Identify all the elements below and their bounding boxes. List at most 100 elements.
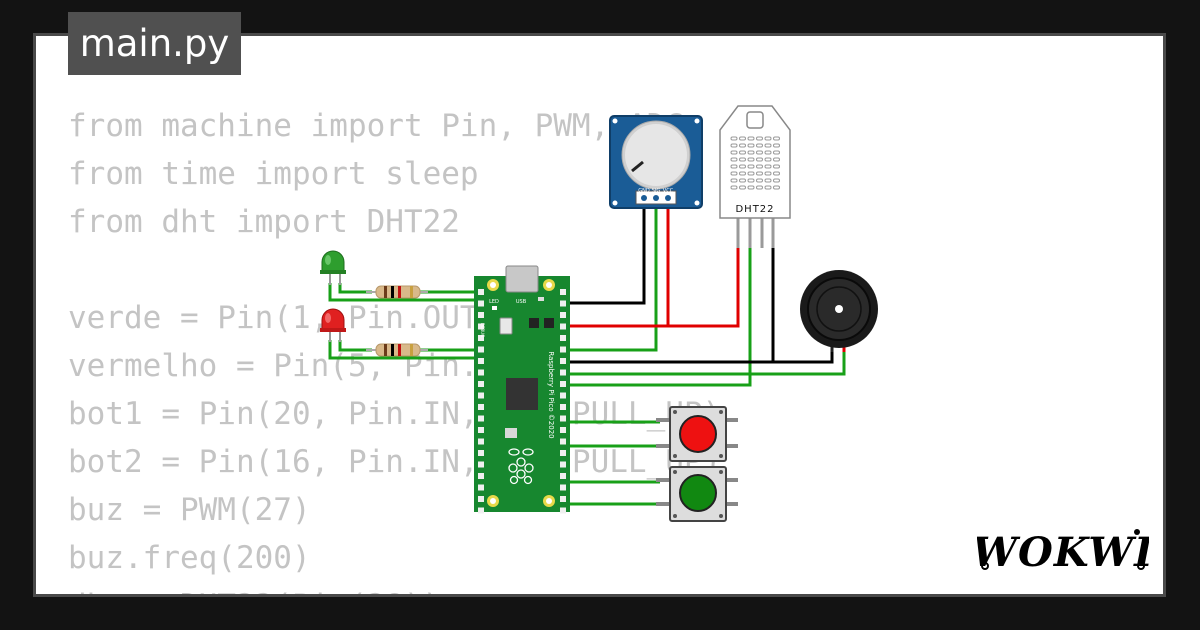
pico-pin xyxy=(478,450,484,456)
dht-vent xyxy=(773,164,780,169)
pico-pin xyxy=(560,335,566,341)
pico-pin xyxy=(560,289,566,295)
dht-vent xyxy=(773,136,780,141)
pico-pin xyxy=(478,461,484,468)
wire-red-led-res xyxy=(338,340,372,352)
dht-vent xyxy=(764,157,772,162)
dht-vent xyxy=(756,143,763,148)
pico-pin xyxy=(478,335,484,341)
dht-vent xyxy=(756,164,763,169)
pico-pin xyxy=(560,473,566,479)
dht-vent xyxy=(747,136,755,141)
dht-vent xyxy=(764,143,772,148)
wire-pot-gnd xyxy=(568,195,646,305)
dht-vent xyxy=(739,150,746,155)
pico-pin xyxy=(478,496,484,502)
dht-vent xyxy=(739,185,746,190)
pico-pin xyxy=(478,381,484,387)
dht-vent xyxy=(730,178,738,183)
dht-vent xyxy=(730,164,738,169)
dht-vent xyxy=(739,157,746,162)
resistor-2[interactable] xyxy=(366,343,428,357)
dht-vent xyxy=(747,185,755,190)
green-button[interactable] xyxy=(656,466,738,522)
pico-pin xyxy=(478,312,484,318)
pico-pin xyxy=(478,346,484,353)
dht-vent xyxy=(730,157,738,162)
dht-vent xyxy=(756,157,763,162)
wokwi-logo: WOKWI xyxy=(977,529,1149,576)
usb-label: USB xyxy=(516,299,527,305)
circuit-diagram: USB LED Raspberry Pi Pico ©2020 DEBUG xyxy=(320,105,878,522)
pico-pin xyxy=(478,484,484,491)
pico-pin xyxy=(560,507,566,514)
dht-vent xyxy=(773,185,780,190)
dht-vent xyxy=(730,143,738,148)
dht-vent xyxy=(764,136,772,141)
dht-vent xyxy=(773,150,780,155)
debug-label: DEBUG xyxy=(480,323,485,337)
dht-vent xyxy=(773,143,780,148)
pico-pin xyxy=(478,358,484,364)
wire-pot-sig xyxy=(568,195,658,352)
wires xyxy=(328,195,846,506)
pico-pin xyxy=(560,300,566,307)
pico-pin xyxy=(560,381,566,387)
dht-vent xyxy=(739,164,746,169)
dht-vent xyxy=(739,136,746,141)
pico-pin xyxy=(478,404,484,410)
dht-vent xyxy=(739,178,746,183)
potentiometer[interactable]: GND SIG VCC xyxy=(609,115,703,209)
dht22-sensor[interactable]: DHT22 xyxy=(719,105,791,248)
code-line: verde = Pin(1, Pin.OUT) xyxy=(68,300,498,336)
wire-pot-vcc xyxy=(568,195,670,328)
code-line: buz = PWM(27) xyxy=(68,492,311,528)
wire-dht-vcc xyxy=(668,245,740,328)
dht-vent xyxy=(739,171,746,176)
dht-grille xyxy=(730,136,780,190)
code-line: from time import sleep xyxy=(68,156,479,192)
pico-pin xyxy=(560,461,566,468)
wokwi-logo-text: WOKWI xyxy=(977,529,1149,576)
code-line: vermelho = Pin(5, Pin.OUT) xyxy=(68,348,554,384)
red-button[interactable] xyxy=(656,406,738,462)
wire-green-led xyxy=(328,283,478,302)
board-name: Raspberry Pi Pico ©2020 xyxy=(547,351,555,438)
wire-buzzer-sig xyxy=(568,350,846,376)
code-line: buz.freq(200) xyxy=(68,540,311,576)
pico-pin xyxy=(560,323,566,330)
dht-vent xyxy=(747,157,755,162)
dht-vent xyxy=(773,157,780,162)
code-line: from dht import DHT22 xyxy=(68,204,460,240)
dht-vent xyxy=(730,171,738,176)
dht-vent xyxy=(730,150,738,155)
pico-pin xyxy=(478,369,484,376)
dht-vent xyxy=(764,178,772,183)
file-tab[interactable]: main.py xyxy=(68,12,241,75)
rp2040-chip xyxy=(506,378,538,410)
dht-vent xyxy=(764,150,772,155)
pico-pin xyxy=(478,323,484,330)
green-led[interactable] xyxy=(320,250,346,285)
pico-pins xyxy=(478,289,566,514)
bootsel-button[interactable] xyxy=(499,317,513,335)
dht-vent xyxy=(747,150,755,155)
wire-red-led xyxy=(328,340,478,360)
pico-pin xyxy=(560,369,566,376)
pico-pin xyxy=(560,358,566,364)
pico-pin xyxy=(478,507,484,514)
dht-vent xyxy=(739,143,746,148)
pico-pin xyxy=(478,473,484,479)
pot-pin-sig: SIG xyxy=(652,188,661,194)
red-led[interactable] xyxy=(320,308,346,342)
dht-vent xyxy=(756,150,763,155)
pico-pin xyxy=(478,415,484,422)
resistor-1[interactable] xyxy=(366,285,428,299)
led-label: LED xyxy=(489,299,499,305)
dht-vent xyxy=(764,185,772,190)
pico-pin xyxy=(560,438,566,445)
dht-vent xyxy=(764,171,772,176)
pico-board[interactable]: USB LED Raspberry Pi Pico ©2020 DEBUG xyxy=(474,265,570,514)
buzzer[interactable] xyxy=(800,270,878,352)
